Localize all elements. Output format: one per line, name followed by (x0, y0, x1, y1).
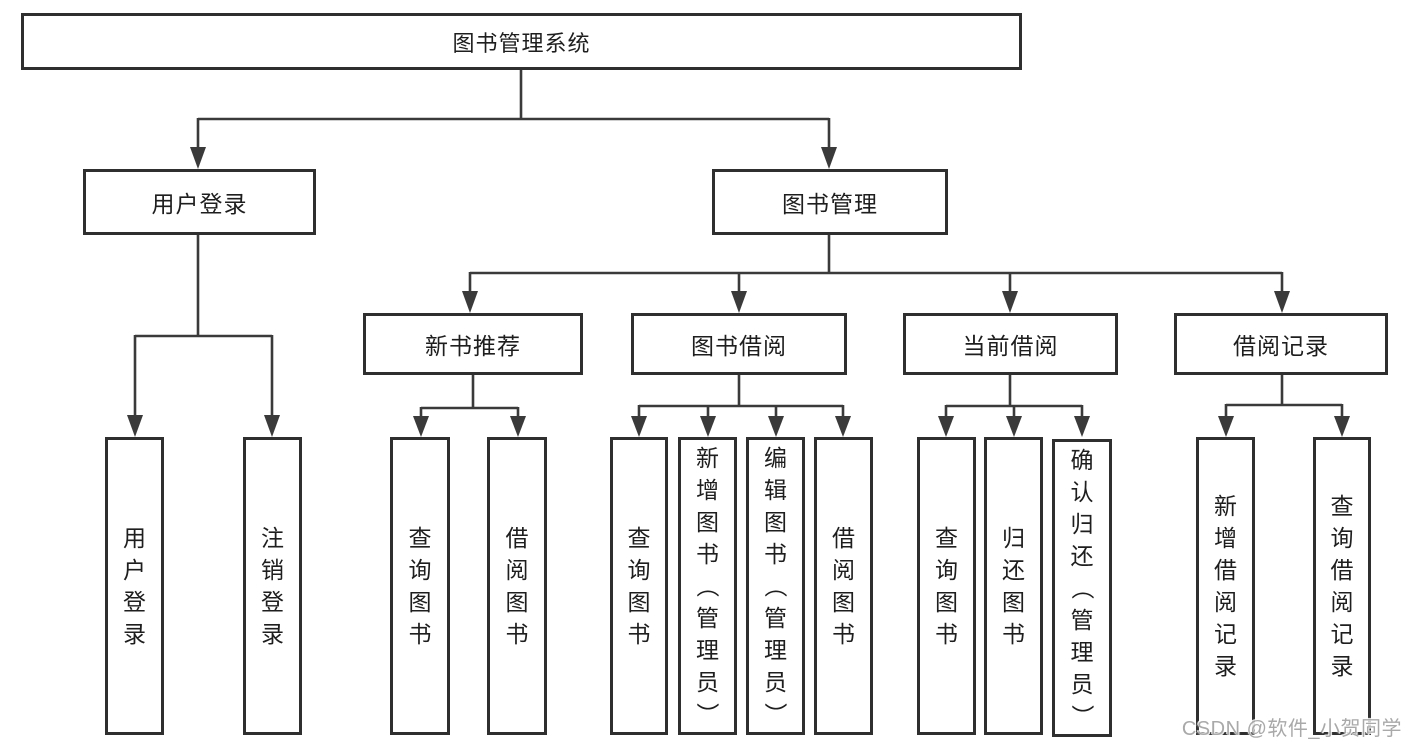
node-leaf-return-books: 归还图书 (984, 437, 1043, 735)
node-leaf-query-borrow-record: 查询借阅记录 (1313, 437, 1371, 735)
node-new-book-recommend: 新书推荐 (363, 313, 583, 375)
node-leaf-query-books-borrowing: 查询图书 (610, 437, 668, 735)
node-leaf-borrow-books-recommend: 借阅图书 (487, 437, 547, 735)
node-borrowing-records: 借阅记录 (1174, 313, 1388, 375)
node-current-borrowing: 当前借阅 (903, 313, 1118, 375)
node-book-borrowing: 图书借阅 (631, 313, 847, 375)
node-leaf-user-login: 用户登录 (105, 437, 164, 735)
node-leaf-query-books-current: 查询图书 (917, 437, 976, 735)
node-user-login: 用户登录 (83, 169, 316, 235)
node-leaf-add-books-admin: 新增图书（管理员） (678, 437, 737, 735)
node-leaf-edit-books-admin: 编辑图书（管理员） (746, 437, 805, 735)
node-leaf-confirm-return-admin: 确认归还（管理员） (1052, 439, 1112, 737)
node-library-system: 图书管理系统 (21, 13, 1022, 70)
node-leaf-borrow-books-borrowing: 借阅图书 (814, 437, 873, 735)
csdn-watermark: CSDN @软件_小贺同学 (1181, 718, 1402, 740)
node-leaf-logout: 注销登录 (243, 437, 302, 735)
node-book-management: 图书管理 (712, 169, 948, 235)
node-leaf-add-borrow-record: 新增借阅记录 (1196, 437, 1255, 735)
node-leaf-query-books-recommend: 查询图书 (390, 437, 450, 735)
